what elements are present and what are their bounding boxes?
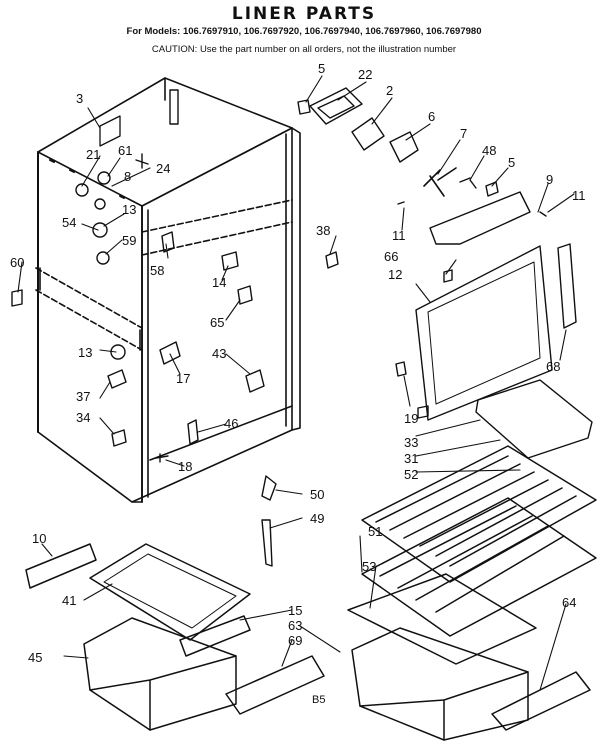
callout-37: 37 <box>76 389 91 404</box>
callout-10: 10 <box>32 531 47 546</box>
page-title: LINER PARTS <box>231 4 377 24</box>
model-numbers: For Models: 106.7697910, 106.7697920, 10… <box>126 26 482 37</box>
callout-15: 15 <box>288 603 303 618</box>
callout-11: 11 <box>572 188 586 203</box>
callout-69: 69 <box>288 633 303 648</box>
callout-52: 52 <box>404 467 419 482</box>
callout-66: 66 <box>384 249 399 264</box>
callout-5b: 5 <box>508 155 516 170</box>
callout-3: 3 <box>76 91 84 106</box>
callout-41: 41 <box>62 593 77 608</box>
callout-34: 34 <box>76 410 91 425</box>
control-parts <box>261 87 593 567</box>
callout-50: 50 <box>310 487 325 502</box>
callout-54: 54 <box>62 215 77 230</box>
callout-6: 6 <box>428 109 436 124</box>
diagram-code: B5 <box>312 694 326 706</box>
callout-7: 7 <box>460 126 468 141</box>
callout-59: 59 <box>122 233 137 248</box>
callout-49: 49 <box>310 511 325 526</box>
callout-13: 13 <box>122 202 137 217</box>
callout-53: 53 <box>362 559 377 574</box>
callout-68: 68 <box>546 359 561 374</box>
callout-14: 14 <box>212 275 227 290</box>
callout-8: 8 <box>124 169 132 184</box>
callout-60: 60 <box>10 255 25 270</box>
shelves <box>25 445 597 665</box>
leader-lines <box>17 75 575 691</box>
callout-63: 63 <box>288 618 303 633</box>
callout-46: 46 <box>224 416 239 431</box>
callout-22: 22 <box>358 67 373 82</box>
callout-24: 24 <box>156 161 171 176</box>
callout-9: 9 <box>546 172 554 187</box>
callout-65: 65 <box>210 315 225 330</box>
callout-21: 21 <box>86 147 101 162</box>
drawers-and-trim <box>83 615 591 741</box>
callout-48: 48 <box>482 143 497 158</box>
callout-18: 18 <box>178 459 193 474</box>
callout-45: 45 <box>28 650 43 665</box>
interior-small-parts <box>11 89 265 463</box>
callout-12: 12 <box>388 267 403 282</box>
callout-43: 43 <box>212 346 227 361</box>
liner-cabinet <box>35 77 301 503</box>
callout-2: 2 <box>386 83 394 98</box>
callout-38: 38 <box>316 223 331 238</box>
callout-64: 64 <box>562 595 577 610</box>
callout-61: 61 <box>118 143 133 158</box>
callout-51: 51 <box>368 524 383 539</box>
callout-19: 19 <box>404 411 419 426</box>
callout-11b: 11 <box>392 228 406 243</box>
callout-31: 31 <box>404 451 419 466</box>
caution-note: CAUTION: Use the part number on all orde… <box>151 44 457 55</box>
callout-58: 58 <box>150 263 165 278</box>
callout-5: 5 <box>318 61 326 76</box>
callout-13b: 13 <box>78 345 93 360</box>
callout-33: 33 <box>404 435 419 450</box>
callout-17: 17 <box>176 371 191 386</box>
